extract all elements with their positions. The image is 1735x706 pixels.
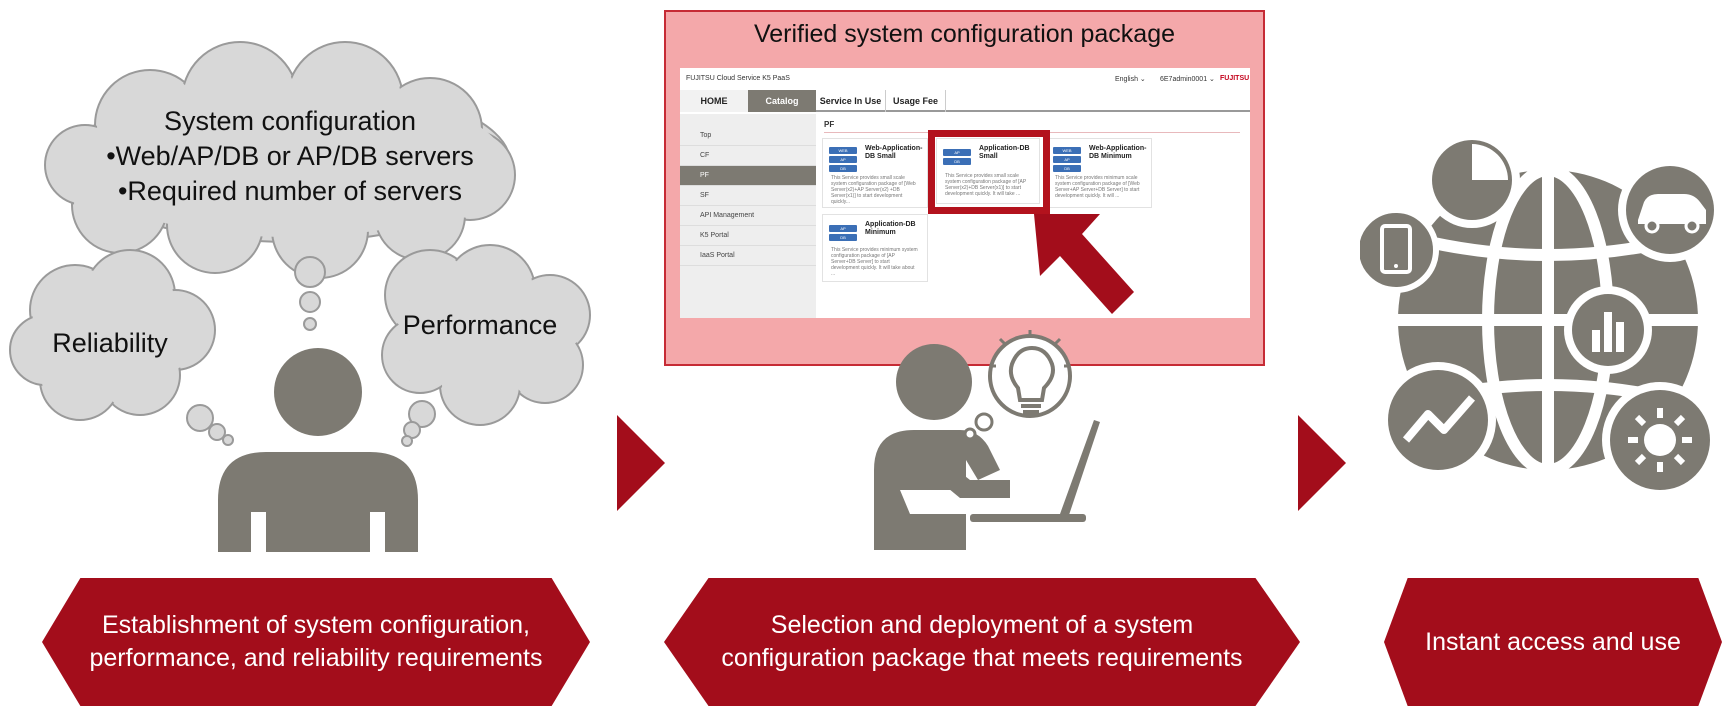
banner-requirements-text: Establishment of system configuration, p… xyxy=(89,611,543,672)
package-card[interactable]: WEB AP DB Web-Application-DB Small This … xyxy=(822,138,928,208)
sidebar-item-pf[interactable]: PF xyxy=(680,166,816,186)
brand-text: FUJITSU Cloud Service K5 PaaS xyxy=(686,75,790,82)
chevron-right-icon xyxy=(1298,415,1346,511)
ap-chip: AP xyxy=(829,156,857,163)
db-chip: DB xyxy=(829,234,857,241)
banner-selection: Selection and deployment of a system con… xyxy=(664,578,1300,706)
package-card-selected[interactable]: AP DB Application-DB Small This Service … xyxy=(936,138,1040,204)
sidebar-item-cf[interactable]: CF xyxy=(680,146,816,166)
nav-usage-fee[interactable]: Usage Fee xyxy=(886,90,946,112)
sidebar-item-sf[interactable]: SF xyxy=(680,186,816,206)
tablet-icon xyxy=(1360,207,1439,293)
person-icon xyxy=(218,348,418,552)
db-chip: DB xyxy=(829,165,857,172)
sidebar-item-top[interactable]: Top xyxy=(680,126,816,146)
selection-highlight xyxy=(928,130,1050,214)
banner-selection-text: Selection and deployment of a system con… xyxy=(721,611,1243,672)
globe-services-illustration xyxy=(1360,132,1722,498)
person-head xyxy=(896,344,972,420)
banner-instant-access: Instant access and use xyxy=(1384,578,1722,706)
reliability-cloud xyxy=(9,249,234,446)
sun-icon xyxy=(1602,382,1718,498)
db-chip: DB xyxy=(943,158,971,165)
sidebar-item-iaas-portal[interactable]: IaaS Portal xyxy=(680,246,816,266)
catalog-screenshot: FUJITSU Cloud Service K5 PaaS English ⌄ … xyxy=(680,68,1250,318)
panel-title: Verified system configuration package xyxy=(753,20,1176,48)
thinking-person-illustration xyxy=(9,41,591,552)
ap-chip: AP xyxy=(1053,156,1081,163)
performance-cloud xyxy=(381,244,591,447)
web-chip: WEB xyxy=(1053,147,1081,154)
card-description: This Service provides minimum system con… xyxy=(831,247,918,277)
bar-chart-icon xyxy=(1564,286,1652,374)
nav-home[interactable]: HOME xyxy=(680,90,748,112)
verified-package-panel: Verified system configuration package FU… xyxy=(664,10,1265,366)
screenshot-topbar: FUJITSU Cloud Service K5 PaaS English ⌄ … xyxy=(680,68,1250,90)
performance-label: Performance xyxy=(402,310,558,340)
card-description: This Service provides small scale system… xyxy=(945,173,1027,197)
chevron-right-icon xyxy=(617,415,665,511)
main-cloud-bullet-1: •Web/AP/DB or AP/DB servers xyxy=(106,141,474,171)
sidebar-item-k5-portal[interactable]: K5 Portal xyxy=(680,226,816,246)
screenshot-nav: HOME Catalog Service In Use Usage Fee xyxy=(680,90,1250,112)
fujitsu-logo: FUJITSU xyxy=(1220,75,1250,82)
nav-catalog[interactable]: Catalog xyxy=(748,90,816,112)
lightbulb-thought-icon xyxy=(963,330,1072,441)
person-laptop-illustration xyxy=(874,330,1100,550)
card-description: This Service provides small scale system… xyxy=(831,175,916,205)
line-chart-icon xyxy=(1380,362,1496,478)
ap-chip: AP xyxy=(943,149,971,156)
card-title: Web-Application-DB Minimum xyxy=(1089,145,1147,160)
laptop-base xyxy=(970,514,1086,522)
banner-instant-access-text: Instant access and use xyxy=(1425,627,1681,656)
card-title: Application-DB Minimum xyxy=(865,221,916,236)
package-card[interactable]: WEB AP DB Web-Application-DB Minimum Thi… xyxy=(1046,138,1152,208)
user-menu[interactable]: 6E7admin0001 ⌄ xyxy=(1160,76,1215,83)
pointer-arrow-icon xyxy=(1034,214,1134,314)
package-card[interactable]: AP DB Application-DB Minimum This Servic… xyxy=(822,214,928,282)
language-select[interactable]: English ⌄ xyxy=(1115,76,1146,83)
main-cloud-bullet-2: •Required number of servers xyxy=(117,176,463,206)
card-description: This Service provides minimum scale syst… xyxy=(1055,175,1140,199)
section-heading: PF xyxy=(824,120,835,129)
ap-chip: AP xyxy=(829,225,857,232)
car-icon xyxy=(1618,158,1722,262)
pie-chart-icon xyxy=(1424,132,1520,228)
card-title: Web-Application-DB Small xyxy=(865,145,923,160)
banner-requirements: Establishment of system configuration, p… xyxy=(42,578,590,706)
nav-service-in-use[interactable]: Service In Use xyxy=(816,90,886,112)
web-chip: WEB xyxy=(829,147,857,154)
card-title: Application-DB Small xyxy=(979,145,1030,160)
db-chip: DB xyxy=(1053,165,1081,172)
reliability-label: Reliability xyxy=(52,328,168,358)
sidebar-item-api-management[interactable]: API Management xyxy=(680,206,816,226)
main-cloud-text: System configuration •Web/AP/DB or AP/DB… xyxy=(90,104,490,209)
laptop-screen xyxy=(1060,420,1100,518)
main-cloud-title: System configuration xyxy=(163,106,417,136)
screenshot-sidebar: Top CF PF SF API Management K5 Portal Ia… xyxy=(680,114,816,318)
